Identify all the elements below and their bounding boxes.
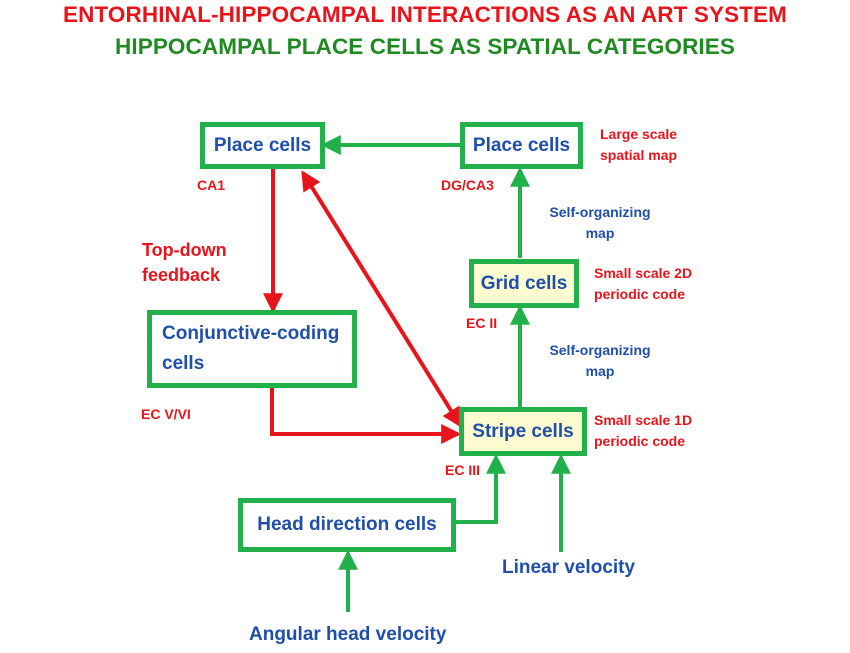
place-cells-ca1-label: Place cells xyxy=(213,134,312,156)
annotation-som-lower-line1: Self-organizing xyxy=(549,342,651,358)
annotation-small-1d-line2: periodic code xyxy=(594,433,686,449)
title-place-cells: HIPPOCAMPAL PLACE CELLS AS SPATIAL CATEG… xyxy=(115,34,735,59)
annotation-top-down-line2: feedback xyxy=(142,265,221,285)
head-direction-label: Head direction cells xyxy=(257,514,437,535)
head-direction-box: Head direction cells xyxy=(238,498,456,552)
region-ca1: CA1 xyxy=(197,177,226,193)
arrow-head-direction-to-stripe xyxy=(456,453,506,524)
arrow-stripe-ca1-bidirectional xyxy=(301,170,462,428)
annotation-small-2d-line1: Small scale 2D xyxy=(594,265,693,281)
conjunctive-label-line1: Conjunctive-coding xyxy=(162,323,340,344)
arrow-conjunctive-to-stripe xyxy=(270,388,462,444)
annotation-small-2d-line2: periodic code xyxy=(594,286,686,302)
annotation-som-upper-line1: Self-organizing xyxy=(549,204,651,220)
annotation-som-lower: Self-organizing map xyxy=(530,340,670,382)
annotation-small-1d: Small scale 1D periodic code xyxy=(594,410,692,452)
grid-cells-box: Grid cells xyxy=(469,259,579,308)
region-dg-ca3: DG/CA3 xyxy=(441,177,494,193)
grid-cells-label: Grid cells xyxy=(480,272,568,294)
input-linear-velocity: Linear velocity xyxy=(502,557,636,578)
region-ec-iii: EC III xyxy=(445,462,481,478)
annotation-large-scale-line1: Large scale xyxy=(600,126,678,142)
annotation-som-lower-line2: map xyxy=(585,363,615,379)
region-ec-ii: EC II xyxy=(466,315,498,331)
annotation-large-scale: Large scale spatial map xyxy=(600,124,677,166)
annotation-som-upper: Self-organizing map xyxy=(530,202,670,244)
annotation-large-scale-line2: spatial map xyxy=(600,147,678,163)
place-cells-ca1-box: Place cells xyxy=(200,122,325,169)
annotation-som-upper-line2: map xyxy=(585,225,615,241)
region-ec-v-vi: EC V/VI xyxy=(141,406,191,422)
stripe-cells-label: Stripe cells xyxy=(472,420,574,442)
annotation-small-2d: Small scale 2D periodic code xyxy=(594,263,692,305)
annotation-top-down-line1: Top-down xyxy=(142,240,227,260)
annotation-top-down-feedback: Top-down feedback xyxy=(142,238,227,288)
annotation-small-1d-line1: Small scale 1D xyxy=(594,412,693,428)
place-cells-dg-box: Place cells xyxy=(460,122,583,169)
conjunctive-label-line2: cells xyxy=(162,353,205,374)
input-angular-head-velocity: Angular head velocity xyxy=(249,624,447,645)
title-art-system: ENTORHINAL-HIPPOCAMPAL INTERACTIONS AS A… xyxy=(63,2,787,27)
place-cells-dg-label: Place cells xyxy=(472,134,571,156)
conjunctive-coding-box: Conjunctive-coding cells xyxy=(147,310,357,388)
stripe-cells-box: Stripe cells xyxy=(459,407,587,456)
